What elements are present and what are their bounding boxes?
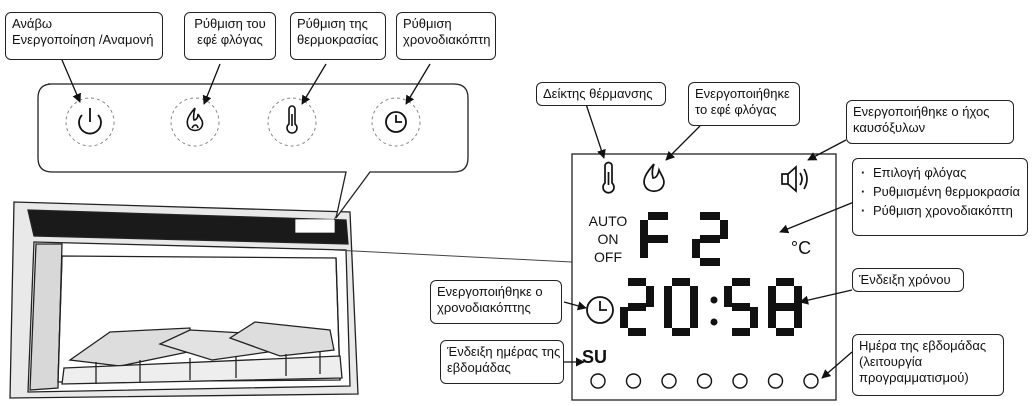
segment-e <box>620 307 628 328</box>
lcd-speaker-icon <box>781 165 808 193</box>
segment-a <box>732 278 750 286</box>
segment-g <box>732 303 750 311</box>
lcd-flame-icon <box>643 163 665 193</box>
temperature-button-label: Ρύθμιση της θερμοκρασίας <box>290 12 386 60</box>
segment-e <box>640 239 648 258</box>
day-display-line2: εβδομάδας <box>447 360 511 375</box>
segment-a <box>628 278 646 286</box>
segment-f <box>724 286 732 307</box>
flame-button-label: Ρύθμιση του εφέ φλόγας <box>184 12 276 60</box>
temperature-unit: °C <box>790 238 812 258</box>
segment-g <box>628 303 646 311</box>
day-display-label: Ένδειξη ημέρας της εβδομάδας <box>440 340 564 384</box>
segment-g <box>700 235 720 243</box>
flame-icon[interactable] <box>186 107 204 132</box>
heating-indicator-label: Δείκτης θέρμανσης <box>536 82 666 106</box>
lcd-time-digits <box>620 278 802 336</box>
weekday-program-line1: Ημέρα της εβδομάδας <box>859 338 987 353</box>
flame-label-line1: Ρύθμιση του <box>194 16 266 31</box>
mode-on-label: ON <box>597 231 619 247</box>
setting-timer: Ρύθμιση χρονοδιακόπτη <box>861 201 1019 220</box>
weekday-dots <box>590 373 819 389</box>
button-arrows <box>61 59 431 105</box>
segment-f <box>664 286 672 307</box>
segment-b <box>646 286 654 307</box>
segment-d <box>732 328 750 336</box>
segment-a <box>700 212 720 220</box>
flame-label-line2: εφέ φλόγας <box>197 32 263 47</box>
lcd-code-digits <box>640 212 728 266</box>
temperature-label-line2: θερμοκρασίας <box>297 32 379 47</box>
weekday-dot <box>661 373 677 389</box>
flame-active-line1: Ενεργοποιήθηκε <box>695 86 790 101</box>
time-display-label: Ένδειξη χρόνου <box>852 268 964 292</box>
lcd-clock-icon <box>586 296 614 324</box>
timer-label-line2: χρονοδιακόπτη <box>403 32 491 47</box>
segment-b <box>720 220 728 239</box>
sound-active-line1: Ενεργοποιήθηκε ο ήχος <box>853 104 990 119</box>
power-button-label: Ανάβω Ενεργοποίηση /Αναμονή <box>5 12 163 60</box>
segment-f <box>768 286 776 307</box>
timer-active-line2: χρονοδιακόπτης <box>437 300 531 315</box>
thermometer-icon[interactable] <box>286 105 298 134</box>
day-abbreviation: SU <box>582 347 608 367</box>
segment-c <box>690 307 698 328</box>
mode-off-label: OFF <box>594 249 622 265</box>
lcd-display-frame <box>571 153 837 401</box>
weekday-dot <box>590 373 606 389</box>
fireplace-illustration <box>9 197 573 399</box>
segment-g <box>648 235 668 243</box>
flame-active-label: Ενεργοποιήθηκε το εφέ φλόγας <box>688 82 800 126</box>
timer-active-label: Ενεργοποιήθηκε ο χρονοδιακόπτης <box>430 280 562 324</box>
day-display-line1: Ένδειξη ημέρας της <box>447 344 561 359</box>
weekday-dot <box>767 373 784 389</box>
power-icon[interactable] <box>78 108 102 135</box>
timer-button-label: Ρύθμιση χρονοδιακόπτη <box>396 12 496 60</box>
segment-d <box>672 328 690 336</box>
segment-d <box>700 258 720 266</box>
annotation-arrows <box>563 103 855 379</box>
setting-flame: Επιλογή φλόγας <box>861 163 1019 182</box>
weekday-dot <box>732 373 748 389</box>
colon-dot <box>710 318 718 326</box>
power-label-line1: Ανάβω <box>12 16 53 31</box>
weekday-program-label: Ημέρα της εβδομάδας (λειτουργία προγραμμ… <box>852 334 1004 396</box>
segment-a <box>672 278 690 286</box>
segment-a <box>648 212 668 220</box>
setting-temperature: Ρυθμισμένη θερμοκρασία <box>861 182 1020 201</box>
weekday-program-line3: προγραμματισμού) <box>859 370 969 385</box>
button-panel-bubble <box>37 83 469 219</box>
segment-d <box>776 328 794 336</box>
weekday-dot <box>696 373 713 389</box>
timer-active-line1: Ενεργοποιήθηκε ο <box>437 284 543 299</box>
segment-c <box>750 307 758 328</box>
segment-f <box>640 220 648 239</box>
sound-active-label: Ενεργοποιήθηκε ο ήχος καυσόξυλων <box>846 100 1014 144</box>
segment-b <box>690 286 698 307</box>
segment-e <box>664 307 672 328</box>
sound-active-line2: καυσόξυλων <box>853 120 926 135</box>
power-label-line2: Ενεργοποίηση /Αναμονή <box>12 32 154 47</box>
lcd-thermometer-icon <box>602 161 615 194</box>
mode-auto-label: AUTO <box>588 213 628 229</box>
segment-e <box>692 239 700 258</box>
segment-g <box>776 303 794 311</box>
segment-b <box>794 286 802 307</box>
segment-c <box>794 307 802 328</box>
segment-d <box>628 328 646 336</box>
weekday-dot <box>803 373 819 389</box>
temperature-label-line1: Ρύθμιση της <box>297 16 368 31</box>
timer-label-line1: Ρύθμιση <box>403 16 452 31</box>
segment-a <box>776 278 794 286</box>
weekday-program-line2: (λειτουργία <box>859 354 923 369</box>
weekday-dot <box>625 373 642 389</box>
segment-e <box>768 307 776 328</box>
clock-icon[interactable] <box>385 111 407 133</box>
colon-dot <box>710 296 718 304</box>
flame-active-line2: το εφέ φλόγας <box>695 102 777 117</box>
settings-list: Επιλογή φλόγας Ρυθμισμένη θερμοκρασία Ρύ… <box>852 158 1028 236</box>
button-highlights <box>65 97 421 147</box>
